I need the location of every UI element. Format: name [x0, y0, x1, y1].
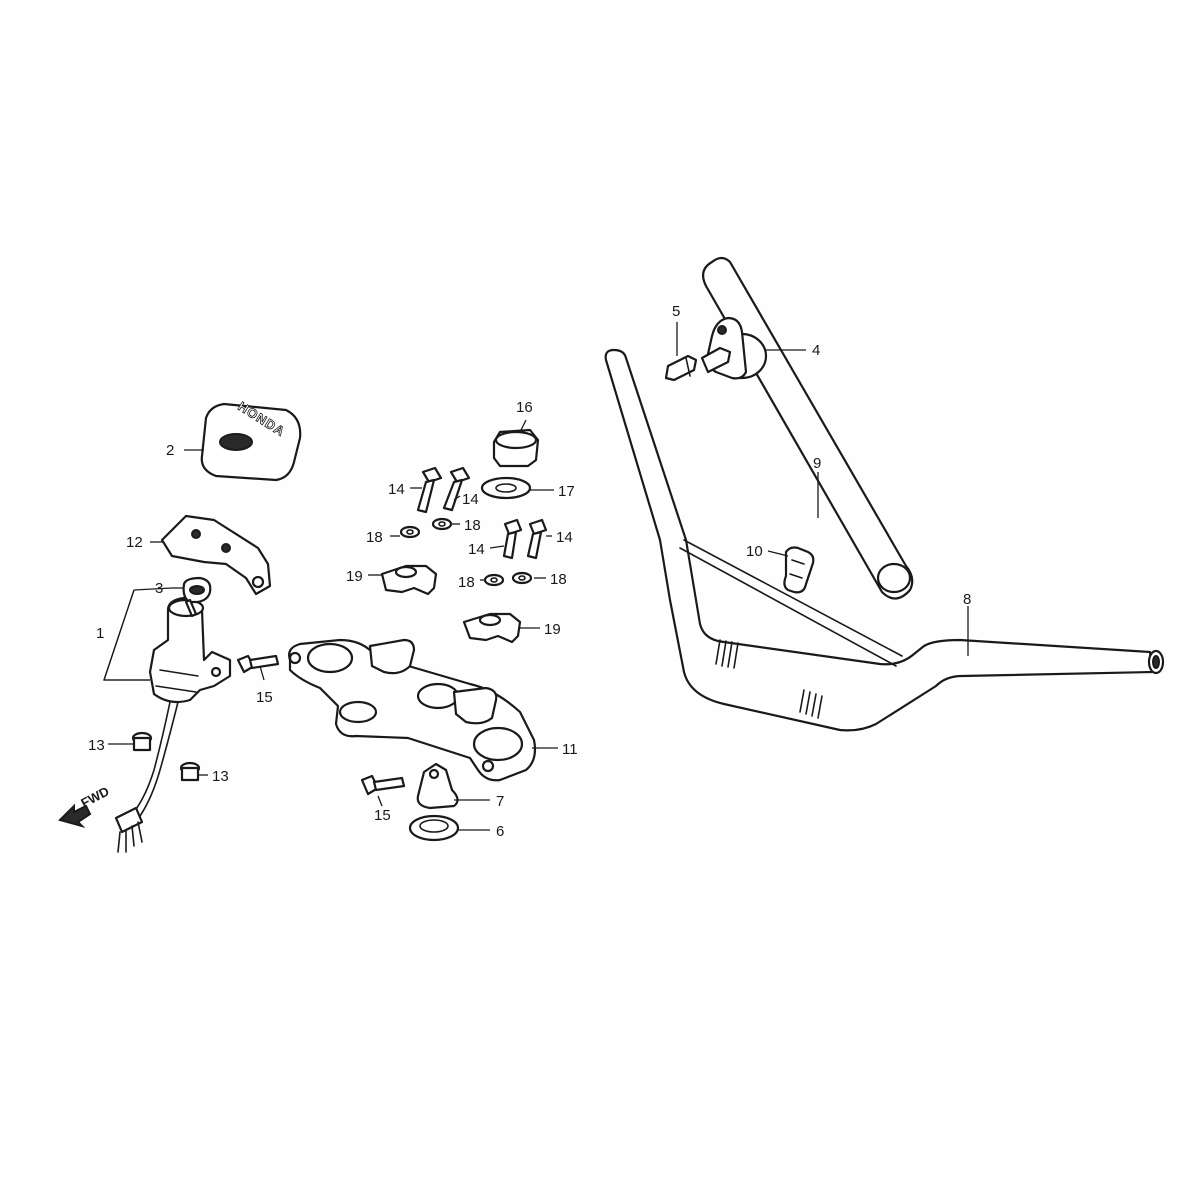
- callout-9: 9: [813, 455, 821, 472]
- fwd-label: FWD: [78, 784, 111, 811]
- top-bridge: [288, 638, 537, 782]
- holder-19-a: [380, 564, 438, 596]
- callout-18-a: 18: [366, 529, 383, 546]
- dust-seal: [408, 814, 460, 842]
- callout-19-a: 19: [346, 568, 363, 585]
- callout-2: 2: [166, 442, 174, 459]
- washer-18-a: [399, 525, 421, 539]
- bolt-14-b: [442, 466, 471, 512]
- callout-16: 16: [516, 399, 533, 416]
- callout-14-b: 14: [462, 491, 479, 508]
- callout-19-b: 19: [544, 621, 561, 638]
- callout-1: 1: [96, 625, 104, 642]
- key: [182, 576, 212, 618]
- callout-3: 3: [155, 580, 163, 597]
- callout-11: 11: [562, 741, 578, 758]
- handlebar: [604, 348, 1165, 732]
- connector: [114, 806, 144, 853]
- bolt-14-d: [526, 518, 548, 560]
- callout-13-b: 13: [212, 768, 229, 785]
- callout-17: 17: [558, 483, 575, 500]
- bolt-15-b: [360, 774, 406, 796]
- callout-18-b: 18: [464, 517, 481, 534]
- bolt-14-a: [416, 466, 443, 514]
- callout-12: 12: [126, 534, 143, 551]
- callout-18-d: 18: [550, 571, 567, 588]
- callout-15-a: 15: [256, 689, 273, 706]
- callout-14-c: 14: [468, 541, 485, 558]
- handlebar-pad: [701, 256, 914, 600]
- screw-13-b: [179, 761, 201, 782]
- callout-13-a: 13: [88, 737, 105, 754]
- callout-7: 7: [496, 793, 504, 810]
- washer-18-b: [431, 517, 453, 531]
- stem-nut: [492, 428, 540, 468]
- callout-labels: 1 2 3 4 5 6 7 8 9 10 11 12 13 13 14 14 1…: [88, 303, 971, 840]
- pad-strap: [783, 546, 815, 594]
- washer-18-d: [511, 571, 533, 585]
- callout-14-a: 14: [388, 481, 405, 498]
- ignition-switch: [133, 596, 232, 817]
- callout-8: 8: [963, 591, 971, 608]
- callout-15-b: 15: [374, 807, 391, 824]
- leader-lines: [103, 322, 969, 831]
- clamp-bracket: [416, 762, 459, 810]
- callout-18-c: 18: [458, 574, 475, 591]
- callout-6: 6: [496, 823, 504, 840]
- callout-14-d: 14: [556, 529, 573, 546]
- washer-18-c: [483, 573, 505, 587]
- handlebar-end-part: [700, 316, 768, 380]
- forward-arrow: FWD: [58, 784, 112, 828]
- holder-19-b: [462, 612, 522, 644]
- handlebar-cover: HONDA: [200, 398, 302, 482]
- callout-5: 5: [672, 303, 680, 320]
- callout-4: 4: [812, 342, 820, 359]
- bolt-15-a: [236, 654, 280, 674]
- switch-bracket: [160, 514, 272, 596]
- screw-13-a: [131, 731, 153, 752]
- bolt-14-c: [502, 518, 523, 560]
- retaining-clip: [664, 354, 698, 382]
- callout-10: 10: [746, 543, 763, 560]
- stem-washer: [480, 476, 532, 500]
